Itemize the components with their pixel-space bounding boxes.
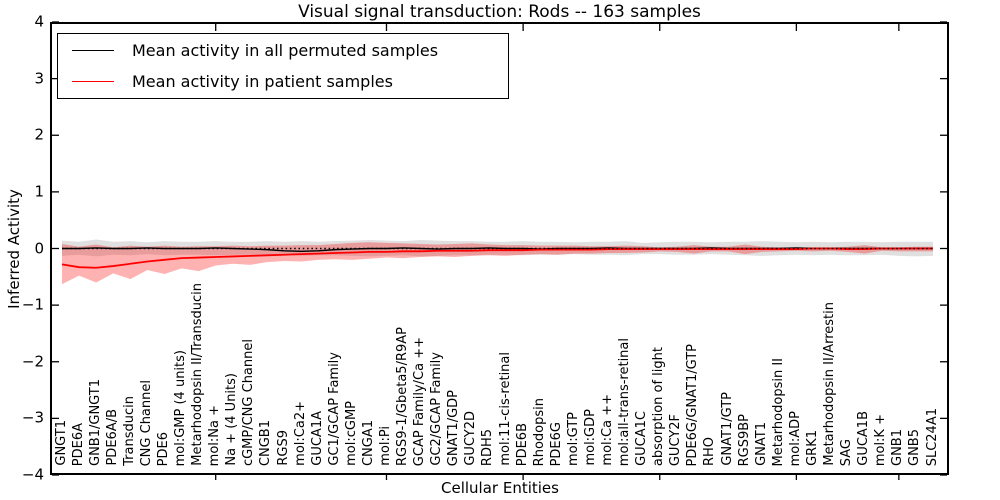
x-tick-label: mol:ADP bbox=[787, 410, 803, 466]
x-tick-label: cGMP/CNG Channel bbox=[241, 338, 257, 466]
x-tick-label: SLC24A1 bbox=[924, 407, 940, 466]
y-tick-label: −3 bbox=[21, 408, 44, 427]
chart-title: Visual signal transduction: Rods -- 163 … bbox=[298, 2, 701, 22]
legend: Mean activity in all permuted samples Me… bbox=[57, 33, 509, 99]
x-tick-label: absorption of light bbox=[651, 346, 667, 466]
x-tick-label: GUCY2D bbox=[463, 411, 479, 466]
x-tick-label: mol:GTP bbox=[565, 412, 581, 466]
x-tick-label: RDH5 bbox=[480, 428, 496, 466]
x-tick-label: mol:Na + bbox=[207, 404, 223, 466]
x-tick-label: GCAP Family/Ca ++ bbox=[412, 336, 428, 466]
legend-entry-permuted: Mean activity in all permuted samples bbox=[58, 37, 508, 65]
x-tick-label: GNAT1/GDP bbox=[446, 389, 462, 466]
x-tick-label: PDE6A bbox=[70, 422, 86, 466]
x-tick-label: Metarhodopsin II/Arrestin bbox=[822, 302, 838, 466]
y-tick-label: 1 bbox=[34, 182, 44, 201]
x-tick-label: CNGA1 bbox=[360, 419, 376, 466]
x-tick-label: CNG Channel bbox=[138, 379, 154, 466]
axes-frame bbox=[50, 22, 949, 475]
x-tick-label: GNAT1/GTP bbox=[719, 392, 735, 466]
y-tick-label: 0 bbox=[34, 239, 44, 257]
x-tick-label: mol:Ca2+ bbox=[292, 401, 308, 466]
x-tick-label: mol:cGMP bbox=[343, 401, 359, 466]
x-tick-label: mol:11-cis-retinal bbox=[497, 352, 513, 466]
x-tick-label: PDE6 bbox=[155, 431, 171, 466]
y-tick-label: −2 bbox=[21, 352, 44, 371]
y-tick-label: 4 bbox=[34, 12, 44, 31]
x-axis-label: Cellular Entities bbox=[441, 479, 559, 497]
x-tick-label: RGS9BP bbox=[736, 413, 752, 466]
x-tick-label: GUCY2F bbox=[668, 413, 684, 466]
x-tick-label: GUCA1B bbox=[856, 411, 872, 466]
x-tick-label: mol:all-trans-retinal bbox=[617, 337, 633, 466]
x-tick-label: GNB1 bbox=[890, 429, 906, 466]
patient-mean-line bbox=[61, 247, 933, 269]
x-tick-label: Metarhodopsin II/Transducin bbox=[190, 283, 206, 466]
x-tick-label: mol:GMP (4 units) bbox=[173, 349, 189, 466]
x-tick-label: Rhodopsin bbox=[531, 397, 547, 466]
x-tick-label: CNGB1 bbox=[258, 419, 274, 466]
x-tick-label: GUCA1A bbox=[309, 411, 325, 466]
x-tick-label: mol:K + bbox=[873, 413, 889, 466]
legend-label-patient: Mean activity in patient samples bbox=[132, 71, 393, 91]
x-tick-label: Transducin bbox=[121, 396, 137, 466]
y-tick-label: −1 bbox=[21, 295, 44, 314]
x-tick-label: mol:Pi bbox=[377, 426, 393, 466]
x-tick-label: GC2/GCAP Family bbox=[429, 352, 445, 466]
x-tick-label: GNAT1 bbox=[753, 422, 769, 466]
x-tick-label: PDE6G/GNAT1/GTP bbox=[685, 343, 701, 466]
y-tick-label: −4 bbox=[21, 465, 44, 484]
confidence-band bbox=[62, 242, 933, 285]
x-tick-label: GRK1 bbox=[804, 430, 820, 466]
x-tick-label: RGS9-1/Gbeta5/R9AP bbox=[395, 326, 411, 466]
x-tick-label: SAG bbox=[839, 438, 855, 466]
x-tick-label: GC1/GCAP Family bbox=[326, 352, 342, 466]
x-tick-label: PDE6G bbox=[548, 421, 564, 466]
patient-line-sample bbox=[72, 80, 114, 82]
x-tick-label: GNB5 bbox=[907, 429, 923, 466]
permuted-line-sample bbox=[72, 50, 114, 52]
x-tick-label: RHO bbox=[702, 436, 718, 466]
legend-label-permuted: Mean activity in all permuted samples bbox=[132, 41, 439, 61]
x-tick-label: mol:GDP bbox=[582, 409, 598, 466]
x-tick-label: RGS9 bbox=[275, 430, 291, 466]
chart-canvas bbox=[50, 21, 949, 480]
x-tick-label: GNGT1 bbox=[53, 420, 69, 466]
y-tick-label: 3 bbox=[34, 69, 44, 88]
x-tick-label: GUCA1C bbox=[634, 411, 650, 466]
x-tick-label: GNB1/GNGT1 bbox=[87, 379, 103, 466]
x-tick-label: PDE6B bbox=[514, 422, 530, 466]
x-tick-label: PDE6A/B bbox=[104, 409, 120, 466]
x-tick-label: mol:Ca ++ bbox=[600, 394, 615, 466]
x-tick-label: Na + (4 Units) bbox=[224, 373, 240, 466]
y-tick-label: 2 bbox=[34, 125, 44, 144]
x-tick-label: Metarhodopsin II bbox=[770, 357, 786, 466]
legend-entry-patient: Mean activity in patient samples bbox=[58, 67, 508, 95]
